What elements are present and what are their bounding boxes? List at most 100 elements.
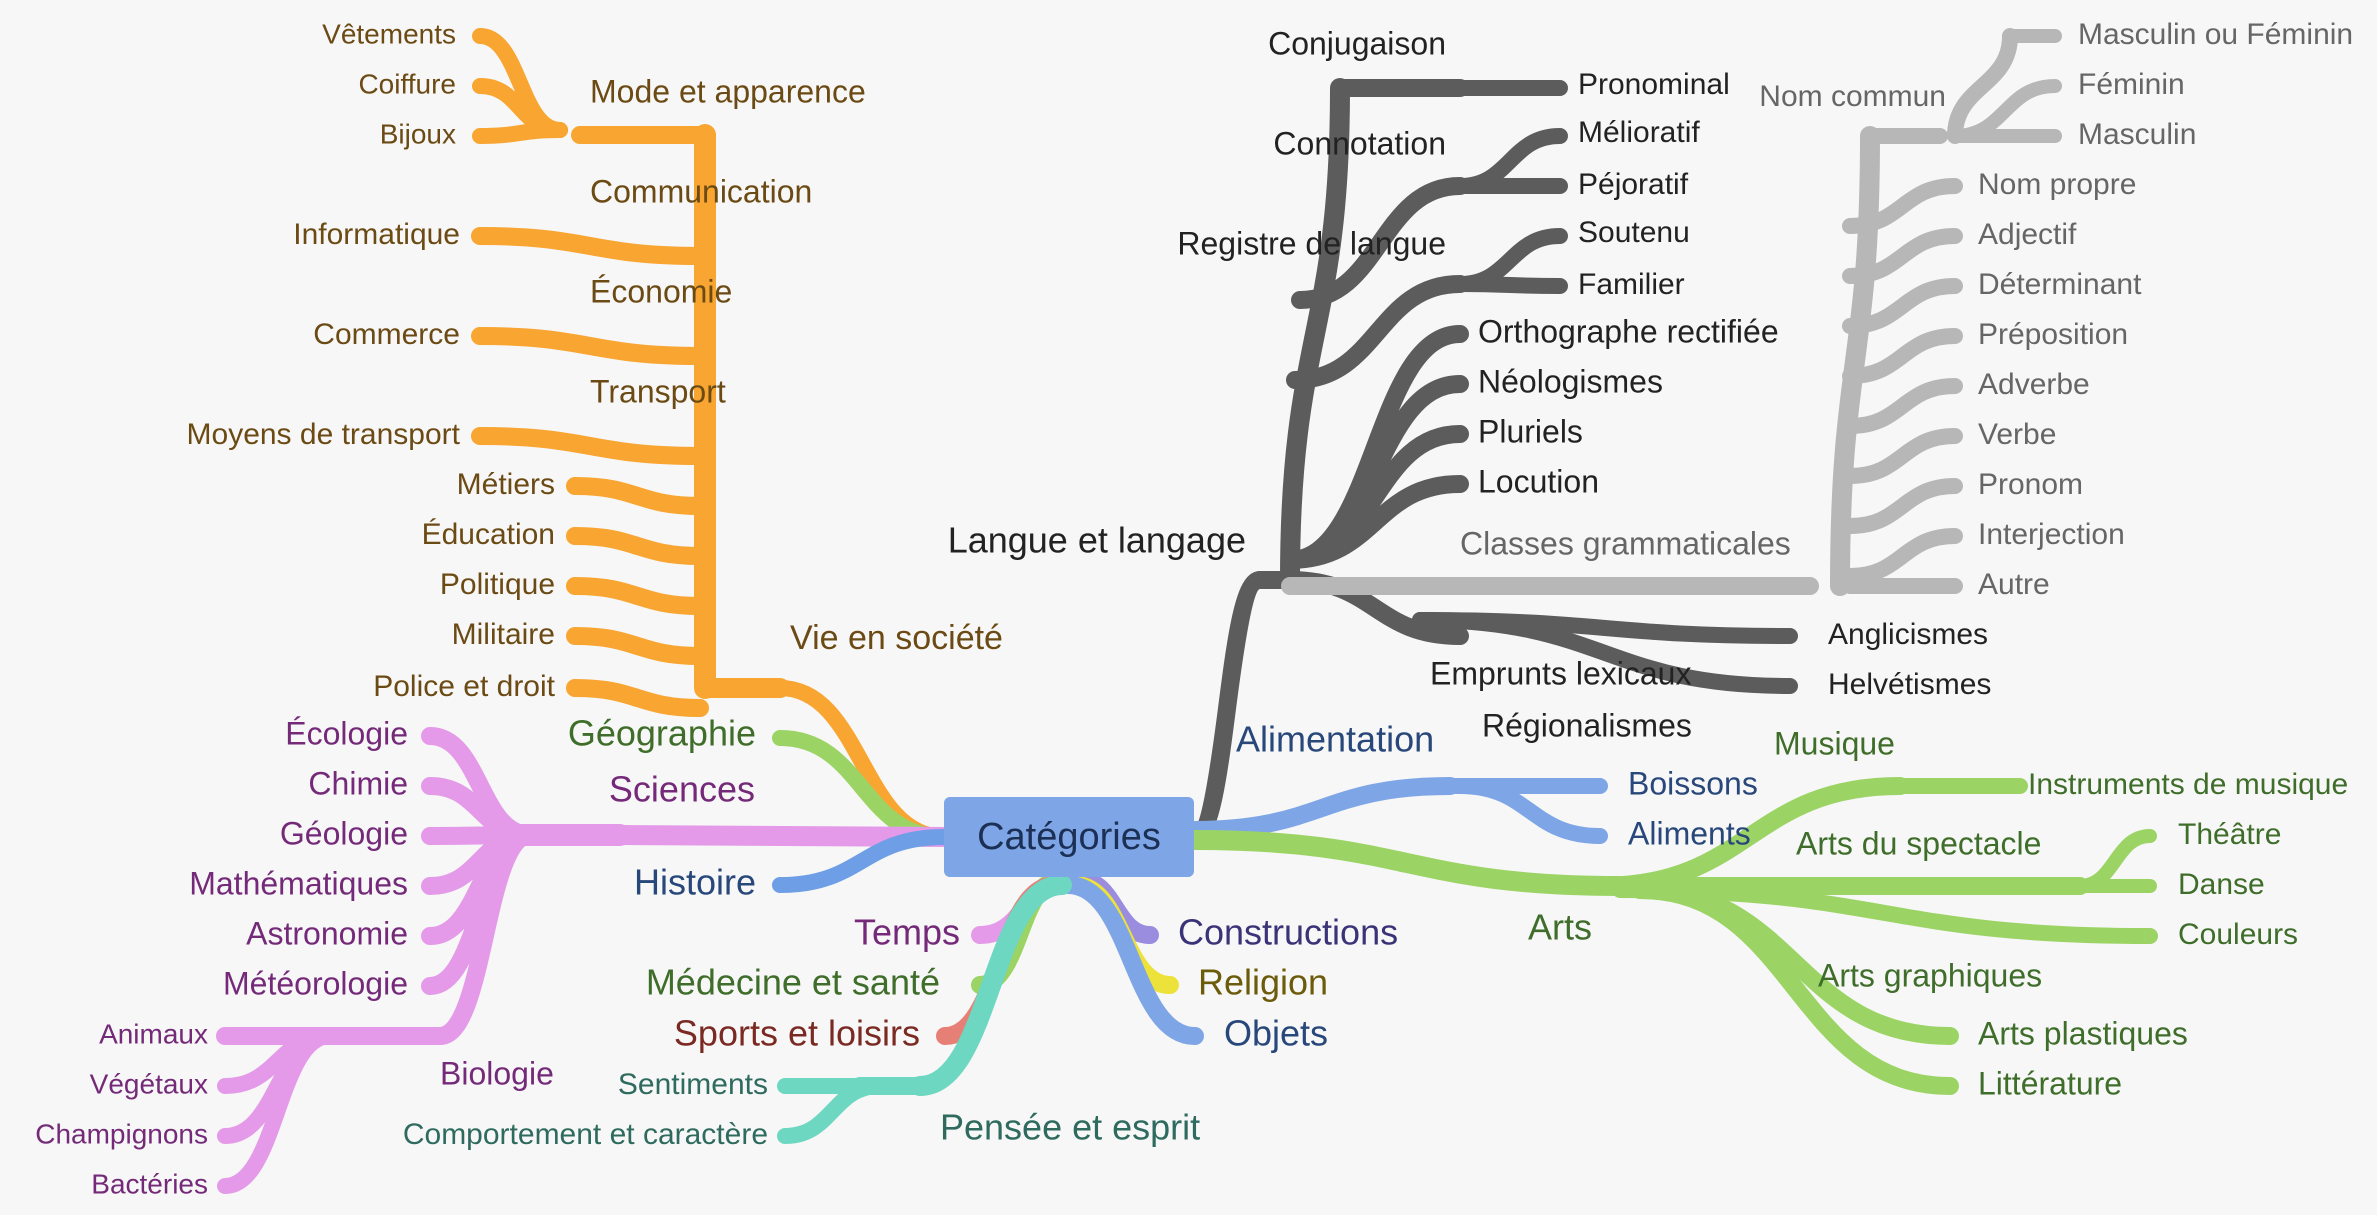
leaf-pluriels[interactable]: Pluriels [1478, 413, 1583, 449]
leaf-boissons[interactable]: Boissons [1628, 765, 1758, 801]
leaf-meteorologie[interactable]: Météorologie [223, 965, 408, 1001]
label-registre[interactable]: Registre de langue [1177, 225, 1446, 261]
leaf-comportement[interactable]: Comportement et caractère [403, 1118, 768, 1151]
leaf-determinant[interactable]: Déterminant [1978, 268, 2142, 301]
leaf-adjectif[interactable]: Adjectif [1978, 218, 2077, 251]
leaf-feminin[interactable]: Féminin [2078, 68, 2185, 101]
leaf-neologismes[interactable]: Néologismes [1478, 363, 1663, 399]
label-musique[interactable]: Musique [1774, 725, 1895, 761]
label-alimentation[interactable]: Alimentation [1236, 719, 1434, 760]
label-religion[interactable]: Religion [1198, 962, 1328, 1003]
leaf-vegetaux[interactable]: Végétaux [90, 1068, 208, 1099]
branch-connotation [1291, 177, 1469, 309]
leaf-verbe[interactable]: Verbe [1978, 418, 2056, 451]
label-transport[interactable]: Transport [590, 373, 726, 409]
leaf-education[interactable]: Éducation [422, 518, 555, 551]
leaf-preposition-stem [1842, 328, 1963, 384]
leaf-pronominal[interactable]: Pronominal [1578, 68, 1730, 101]
leaf-aliments-stem [1452, 778, 1608, 844]
label-sports[interactable]: Sports et loisirs [674, 1013, 920, 1054]
label-pensee[interactable]: Pensée et esprit [940, 1107, 1200, 1148]
leaf-interjection[interactable]: Interjection [1978, 518, 2125, 551]
leaf-melioratif[interactable]: Mélioratif [1578, 116, 1700, 149]
leaf-police[interactable]: Police et droit [373, 670, 555, 703]
leaf-sentiments[interactable]: Sentiments [618, 1068, 768, 1101]
label-arts[interactable]: Arts [1528, 907, 1592, 948]
label-connotation[interactable]: Connotation [1273, 125, 1446, 161]
leaf-aliments[interactable]: Aliments [1628, 815, 1751, 851]
label-temps[interactable]: Temps [854, 912, 960, 953]
leaf-politique[interactable]: Politique [440, 568, 555, 601]
leaf-theatre[interactable]: Théâtre [2178, 818, 2281, 851]
branch-arts [1184, 830, 1630, 896]
leaf-anglicismes[interactable]: Anglicismes [1828, 618, 1988, 651]
leaf-bacteries[interactable]: Bactéries [91, 1168, 208, 1199]
branch-alimentation [1185, 777, 1459, 839]
leaf-adverbe[interactable]: Adverbe [1978, 368, 2090, 401]
leaf-maths[interactable]: Mathématiques [189, 865, 408, 901]
leaf-pronom[interactable]: Pronom [1978, 468, 2083, 501]
leaf-education-stem [566, 527, 709, 565]
leaf-police-stem [566, 679, 709, 717]
label-classes[interactable]: Classes grammaticales [1460, 525, 1791, 561]
leaf-militaire[interactable]: Militaire [452, 618, 555, 651]
label-emprunts[interactable]: Emprunts lexicaux [1430, 655, 1691, 691]
leaf-couleurs-stem [1612, 882, 2158, 944]
label-histoire[interactable]: Histoire [634, 862, 756, 903]
leaf-astronomie[interactable]: Astronomie [246, 915, 408, 951]
label-vie[interactable]: Vie en société [790, 619, 1003, 657]
leaf-nom_propre[interactable]: Nom propre [1978, 168, 2136, 201]
label-nom-commun[interactable]: Nom commun [1759, 80, 1946, 113]
leaf-pejoratif[interactable]: Péjoratif [1578, 168, 1689, 201]
leaf-moyens-transport-stem [471, 427, 709, 465]
leaf-masculin[interactable]: Masculin [2078, 118, 2196, 151]
label-geographie[interactable]: Géographie [568, 713, 756, 754]
leaf-autre[interactable]: Autre [1978, 568, 2050, 601]
leaf-geologie[interactable]: Géologie [280, 815, 408, 851]
leaf-familier[interactable]: Familier [1578, 268, 1685, 301]
leaf-comportement-stem [777, 1078, 888, 1144]
root-node-categories[interactable]: Catégories [944, 797, 1194, 877]
leaf-chimie[interactable]: Chimie [308, 765, 408, 801]
label-langue[interactable]: Langue et langage [948, 520, 1246, 561]
leaf-mode-stem-2 [472, 122, 568, 144]
label-regionalismes[interactable]: Régionalismes [1482, 707, 1692, 743]
leaf-couleurs[interactable]: Couleurs [2178, 918, 2298, 951]
leaf-moyens-transport[interactable]: Moyens de transport [187, 418, 461, 451]
branch-histoire [772, 829, 952, 893]
leaf-masc-fem[interactable]: Masculin ou Féminin [2078, 18, 2353, 51]
leaf-animaux[interactable]: Animaux [99, 1018, 208, 1049]
leaf-instruments[interactable]: Instruments de musique [2028, 768, 2348, 801]
leaf-determinant-stem [1842, 278, 1963, 334]
leaf-ecologie[interactable]: Écologie [285, 715, 408, 751]
label-spectacle[interactable]: Arts du spectacle [1796, 825, 2041, 861]
leaf-helvetismes[interactable]: Helvétismes [1828, 668, 1991, 701]
leaf-soutenu[interactable]: Soutenu [1578, 216, 1690, 249]
label-mode[interactable]: Mode et apparence [590, 73, 866, 109]
leaf-litterature[interactable]: Littérature [1978, 1065, 2122, 1101]
leaf-orthographe[interactable]: Orthographe rectifiée [1478, 313, 1779, 349]
leaf-plastiques[interactable]: Arts plastiques [1978, 1015, 2188, 1051]
branch-objets [1059, 876, 1204, 1045]
leaf-locution[interactable]: Locution [1478, 463, 1599, 499]
leaf-coiffure[interactable]: Coiffure [358, 68, 456, 99]
leaf-metiers[interactable]: Métiers [457, 468, 555, 501]
label-graphiques[interactable]: Arts graphiques [1818, 957, 2042, 993]
leaf-champignons[interactable]: Champignons [35, 1118, 208, 1149]
leaf-preposition[interactable]: Préposition [1978, 318, 2128, 351]
leaf-bacteries-stem [217, 1028, 338, 1194]
label-economie[interactable]: Économie [590, 273, 732, 309]
label-communication[interactable]: Communication [590, 173, 812, 209]
label-medecine[interactable]: Médecine et santé [646, 962, 940, 1003]
leaf-danse[interactable]: Danse [2178, 868, 2265, 901]
label-sciences[interactable]: Sciences [609, 769, 755, 810]
label-biologie[interactable]: Biologie [440, 1055, 554, 1091]
leaf-vetements[interactable]: Vêtements [322, 18, 456, 49]
leaf-commerce[interactable]: Commerce [313, 318, 460, 351]
leaf-informatique[interactable]: Informatique [293, 218, 460, 251]
leaf-bijoux[interactable]: Bijoux [380, 118, 456, 149]
label-objets[interactable]: Objets [1224, 1013, 1328, 1054]
label-conjugaison[interactable]: Conjugaison [1268, 25, 1446, 61]
label-constructions[interactable]: Constructions [1178, 912, 1398, 953]
